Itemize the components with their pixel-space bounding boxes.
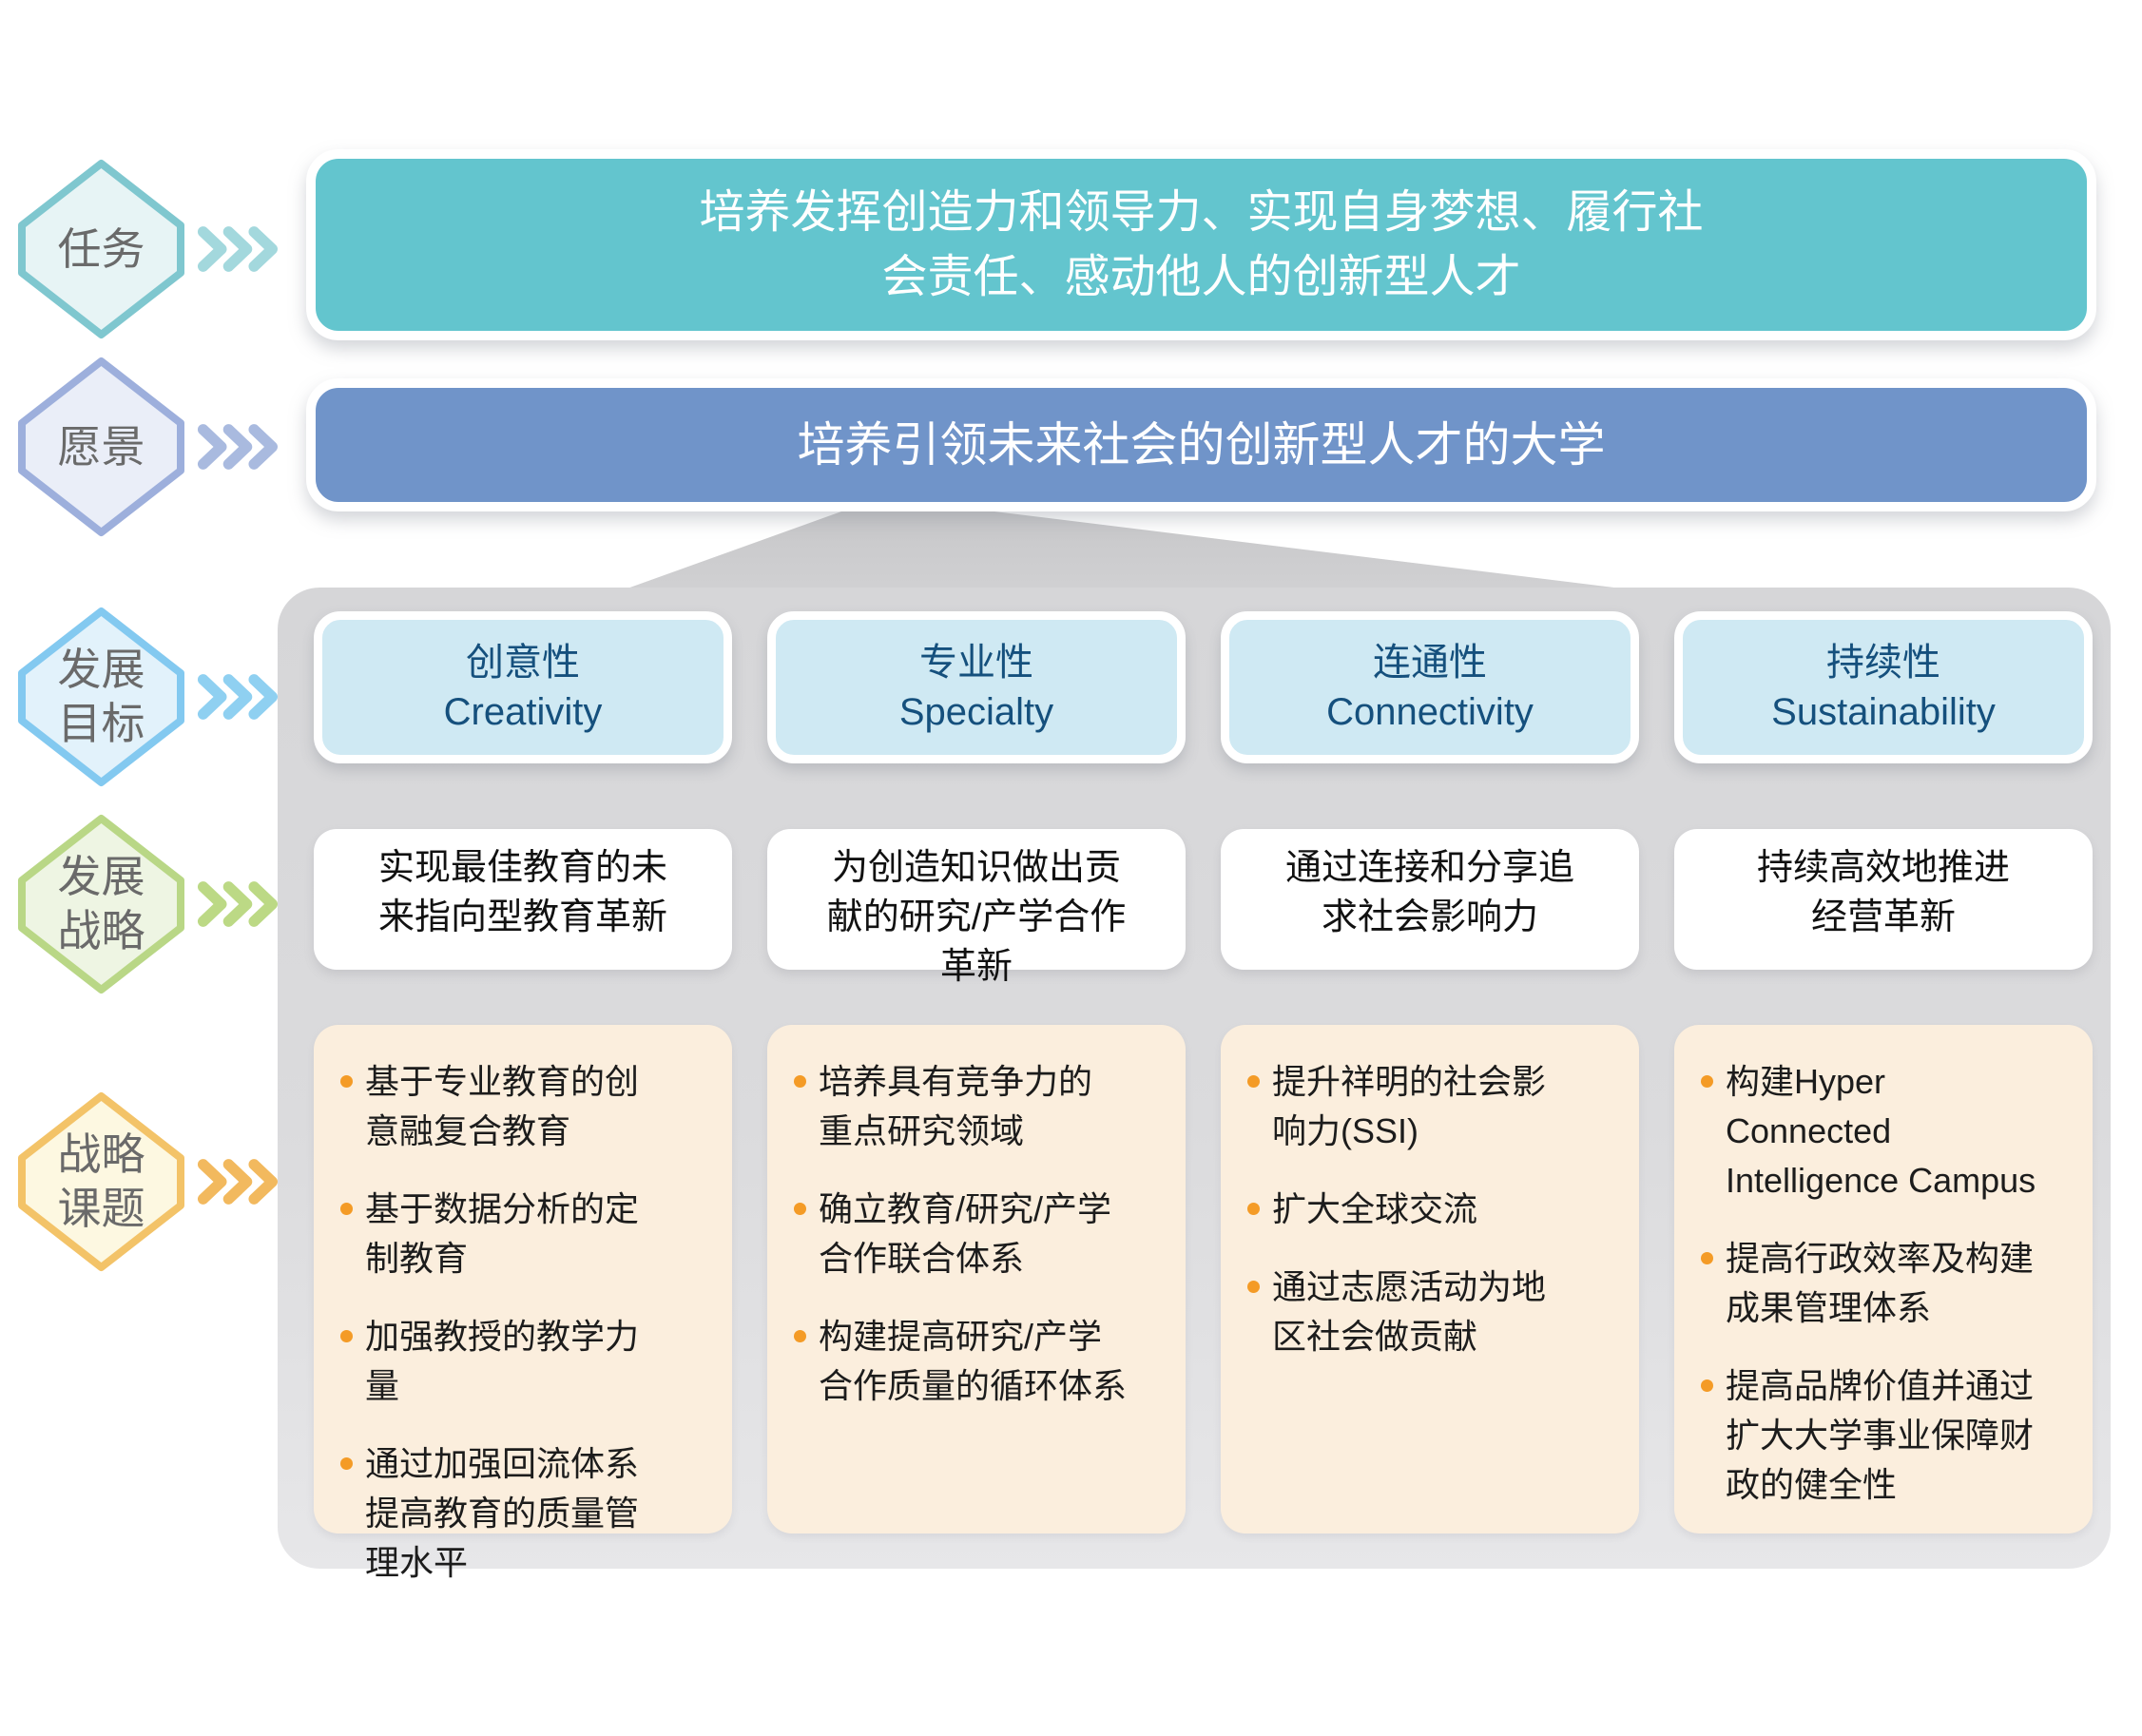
bullet-icon: [1247, 1203, 1260, 1215]
topics-card-sustainability: 构建Hyper Connected Intelligence Campus 提高…: [1674, 1025, 2093, 1533]
bullet-icon: [794, 1203, 806, 1215]
bullet-icon: [1247, 1281, 1260, 1293]
goal-title-en: Connectivity: [1326, 691, 1534, 733]
strategy-card-connectivity: 通过连接和分享追 求社会影响力: [1221, 829, 1639, 970]
topic-item: 构建提高研究/产学 合作质量的循环体系: [792, 1312, 1167, 1411]
topic-item: 构建Hyper Connected Intelligence Campus: [1699, 1057, 2074, 1206]
goal-card-creativity: 创意性 Creativity: [314, 611, 732, 763]
bullet-icon: [340, 1457, 353, 1470]
development-goals-hexagon: 发展 目标: [17, 607, 185, 787]
topic-item: 提高品牌价值并通过 扩大大学事业保障财 政的健全性: [1699, 1361, 2074, 1510]
bullet-icon: [794, 1330, 806, 1342]
goal-title-zh: 专业性: [919, 642, 1033, 684]
strategy-card-specialty: 为创造知识做出贡 献的研究/产学合作 革新: [767, 829, 1186, 987]
topics-list: 构建Hyper Connected Intelligence Campus 提高…: [1699, 1057, 2074, 1510]
topics-card-specialty: 培养具有竞争力的 重点研究领域 确立教育/研究/产学 合作联合体系 构建提高研究…: [767, 1025, 1186, 1533]
goal-card-connectivity: 连通性 Connectivity: [1221, 611, 1639, 763]
goal-title-zh: 持续性: [1826, 642, 1940, 684]
development-strategy-hexagon: 发展 战略: [17, 814, 185, 994]
bullet-icon: [1247, 1075, 1260, 1088]
goal-title-en: Creativity: [443, 691, 603, 733]
development-goals-hexagon-label: 发展 目标: [57, 645, 145, 748]
strategic-topics-hexagon: 战略 课题: [17, 1091, 185, 1272]
hexagon-shape-icon: [18, 815, 184, 993]
vision-statement-box: 培养引领未来社会的创新型人才的大学: [306, 378, 2096, 511]
strategy-card-sustainability: 持续高效地推进 经营革新: [1674, 829, 2093, 970]
bullet-icon: [1701, 1075, 1713, 1088]
topic-item: 通过加强回流体系 提高教育的质量管 理水平: [338, 1439, 713, 1588]
topics-list: 基于专业教育的创 意融复合教育 基于数据分析的定 制教育 加强教授的教学力 量 …: [338, 1057, 713, 1588]
mission-statement-box: 培养发挥创造力和领导力、实现自身梦想、履行社 会责任、感动他人的创新型人才: [306, 149, 2096, 340]
topics-list: 培养具有竞争力的 重点研究领域 确立教育/研究/产学 合作联合体系 构建提高研究…: [792, 1057, 1167, 1411]
mission-hexagon: 任务: [17, 159, 185, 339]
topic-item: 扩大全球交流: [1245, 1185, 1620, 1234]
hexagon-shape-icon: [18, 1092, 184, 1271]
chevron-arrows-icon: [197, 423, 279, 471]
topic-item: 培养具有竞争力的 重点研究领域: [792, 1057, 1167, 1156]
strategic-topics-hexagon-label: 战略 课题: [57, 1129, 145, 1233]
bullet-icon: [340, 1203, 353, 1215]
chevron-arrows-icon: [197, 225, 279, 273]
topics-card-creativity: 基于专业教育的创 意融复合教育 基于数据分析的定 制教育 加强教授的教学力 量 …: [314, 1025, 732, 1582]
goal-title-en: Sustainability: [1771, 691, 1996, 733]
bullet-icon: [794, 1075, 806, 1088]
goal-card-specialty: 专业性 Specialty: [767, 611, 1186, 763]
bullet-icon: [1701, 1379, 1713, 1392]
strategy-card-creativity: 实现最佳教育的未 来指向型教育革新: [314, 829, 732, 970]
hexagon-shape-icon: [18, 608, 184, 786]
topic-item: 确立教育/研究/产学 合作联合体系: [792, 1185, 1167, 1283]
topic-item: 提高行政效率及构建 成果管理体系: [1699, 1234, 2074, 1333]
topic-item: 基于数据分析的定 制教育: [338, 1185, 713, 1283]
chevron-arrows-icon: [197, 673, 279, 721]
hexagon-shape-icon: [18, 160, 184, 338]
hexagon-shape-icon: [18, 357, 184, 536]
development-strategy-hexagon-label: 发展 战略: [57, 852, 145, 955]
goal-title-en: Specialty: [898, 691, 1054, 733]
goal-card-sustainability: 持续性 Sustainability: [1674, 611, 2093, 763]
chevron-arrows-icon: [197, 1158, 279, 1206]
topic-item: 通过志愿活动为地 区社会做贡献: [1245, 1263, 1620, 1361]
topics-card-connectivity: 提升祥明的社会影 响力(SSI) 扩大全球交流 通过志愿活动为地 区社会做贡献: [1221, 1025, 1639, 1533]
bullet-icon: [340, 1330, 353, 1342]
bullet-icon: [340, 1075, 353, 1088]
vision-hexagon: 愿景: [17, 357, 185, 537]
topics-list: 提升祥明的社会影 响力(SSI) 扩大全球交流 通过志愿活动为地 区社会做贡献: [1245, 1057, 1620, 1361]
topic-item: 提升祥明的社会影 响力(SSI): [1245, 1057, 1620, 1156]
topic-item: 加强教授的教学力 量: [338, 1312, 713, 1411]
vision-hexagon-label: 愿景: [57, 421, 145, 472]
chevron-arrows-icon: [197, 880, 279, 928]
mission-hexagon-label: 任务: [57, 223, 145, 274]
bullet-icon: [1701, 1252, 1713, 1264]
goal-title-zh: 连通性: [1373, 642, 1487, 684]
topic-item: 基于专业教育的创 意融复合教育: [338, 1057, 713, 1156]
goal-title-zh: 创意性: [466, 642, 580, 684]
